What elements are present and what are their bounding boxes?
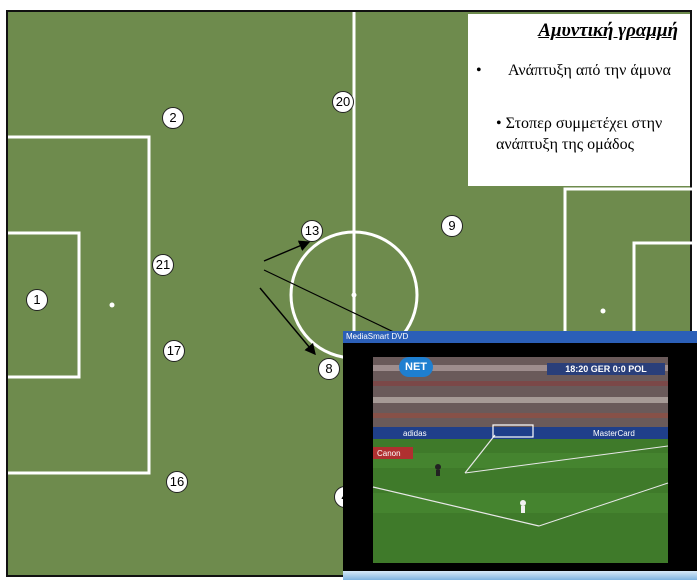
- right-penalty-spot: [600, 308, 606, 314]
- player-marker: 2: [162, 107, 184, 129]
- pass-arrow-to-13: [263, 240, 311, 262]
- bullet-first-text: Ανάπτυξη από την άμυνα: [508, 62, 671, 79]
- pass-line-long: [263, 269, 401, 336]
- bullet-second: • Στοπερ συμμετέχει στην ανάπτυξη της ομ…: [496, 115, 663, 153]
- player-marker: 20: [332, 91, 354, 113]
- video-frame: adidas MasterCard Canon: [343, 343, 697, 563]
- pass-arrow-to-8: [259, 287, 316, 356]
- text-panel: Αμυντική γραμμή • Ανάπτυξη από την άμυνα…: [468, 14, 690, 186]
- center-spot: [351, 292, 357, 298]
- player-marker: 9: [441, 215, 463, 237]
- left-penalty-spot: [109, 302, 115, 308]
- left-goal-area: [8, 231, 81, 379]
- video-taskbar: [343, 571, 697, 580]
- ad-board-label: adidas: [403, 429, 427, 438]
- video-inset[interactable]: MediaSmart DVD adidas MasterCard: [343, 331, 697, 580]
- player-marker: 21: [152, 254, 174, 276]
- player-marker: 13: [301, 220, 323, 242]
- ad-board-label: MasterCard: [593, 429, 635, 438]
- video-window-title: MediaSmart DVD: [343, 331, 697, 343]
- right-goal-area: [632, 241, 694, 333]
- score-overlay: 18:20 GER 0:0 POL: [547, 363, 665, 375]
- bullet-marker: •: [476, 62, 482, 79]
- left-penalty-area: [8, 135, 151, 475]
- ad-board-label: Canon: [377, 449, 401, 458]
- player-marker: 1: [26, 289, 48, 311]
- player-marker: 17: [163, 340, 185, 362]
- player-marker: 8: [318, 358, 340, 380]
- right-penalty-area: [563, 187, 694, 333]
- player-marker: 16: [166, 471, 188, 493]
- channel-logo: NET: [399, 357, 433, 377]
- slide-title: Αμυντική γραμμή: [538, 20, 678, 41]
